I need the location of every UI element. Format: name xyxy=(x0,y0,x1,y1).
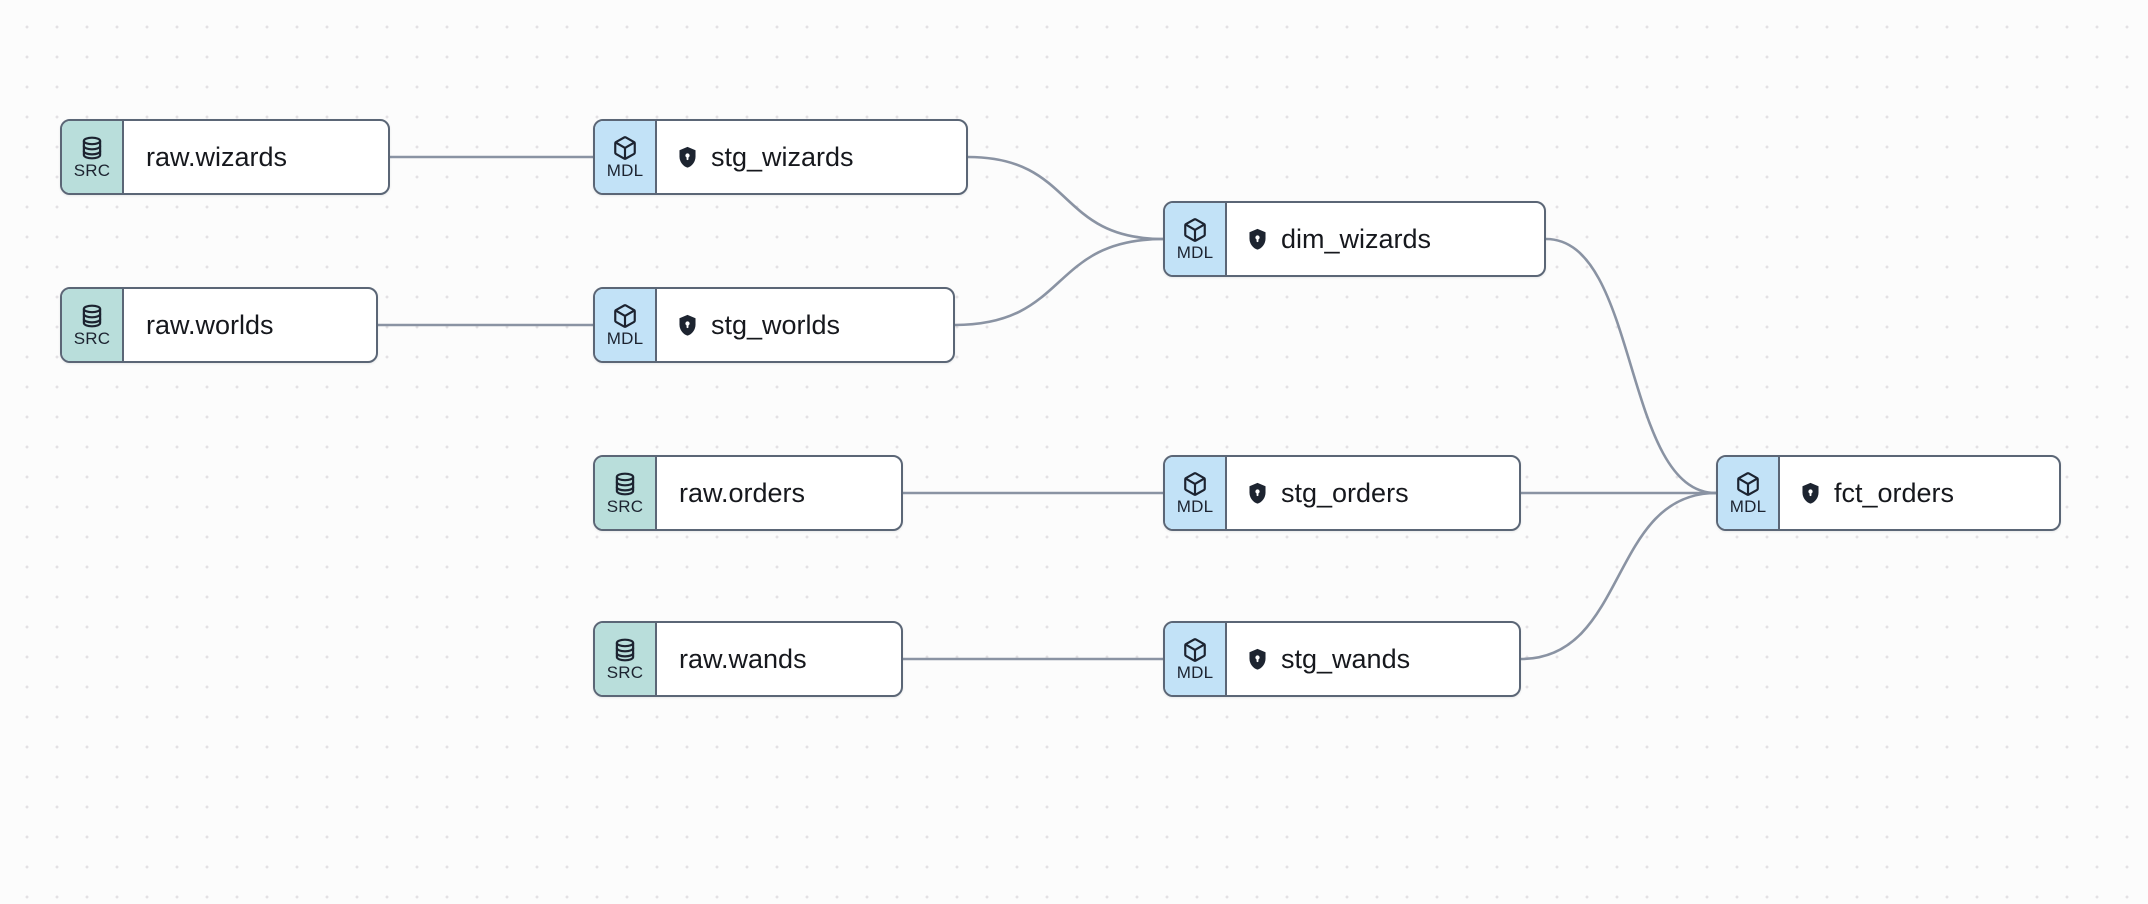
node-type-label: MDL xyxy=(1176,497,1214,516)
node-label: stg_wands xyxy=(1281,643,1411,674)
node-type-label: MDL xyxy=(606,329,644,348)
node-label: stg_worlds xyxy=(711,309,841,340)
node-type-badge-src: SRC xyxy=(62,121,124,193)
lineage-node-raw_orders[interactable]: SRC raw.orders xyxy=(593,455,903,531)
node-label: raw.wizards xyxy=(146,141,288,172)
node-type-label: SRC xyxy=(73,329,111,348)
node-type-label: MDL xyxy=(1729,497,1767,516)
node-type-label: MDL xyxy=(1176,663,1214,682)
shield-lock-icon xyxy=(1245,227,1270,252)
node-type-label: SRC xyxy=(73,161,111,180)
lineage-node-stg_orders[interactable]: MDL stg_orders xyxy=(1163,455,1521,531)
lineage-node-fct_orders[interactable]: MDL fct_orders xyxy=(1716,455,2061,531)
cube-icon xyxy=(1182,217,1208,243)
lineage-node-raw_wizards[interactable]: SRC raw.wizards xyxy=(60,119,390,195)
lineage-node-dim_wizards[interactable]: MDL dim_wizards xyxy=(1163,201,1546,277)
database-icon xyxy=(79,135,105,161)
lineage-node-stg_worlds[interactable]: MDL stg_worlds xyxy=(593,287,955,363)
node-type-label: MDL xyxy=(1176,243,1214,262)
cube-icon xyxy=(1182,471,1208,497)
lineage-edge-dim_wizards-to-fct_orders xyxy=(1545,237,1717,495)
node-label: raw.orders xyxy=(679,477,806,508)
node-label: dim_wizards xyxy=(1281,223,1432,254)
lineage-node-stg_wizards[interactable]: MDL stg_wizards xyxy=(593,119,968,195)
node-label: fct_orders xyxy=(1834,477,1955,508)
node-type-label: SRC xyxy=(606,663,644,682)
node-type-badge-mdl: MDL xyxy=(1165,203,1227,275)
cube-icon xyxy=(1182,637,1208,663)
node-label: raw.worlds xyxy=(146,309,274,340)
lineage-edge-stg_worlds-to-dim_wizards xyxy=(954,237,1164,327)
shield-lock-icon xyxy=(1245,481,1270,506)
node-type-badge-src: SRC xyxy=(595,457,657,529)
node-type-badge-src: SRC xyxy=(595,623,657,695)
shield-lock-icon xyxy=(1245,647,1270,672)
cube-icon xyxy=(612,303,638,329)
node-body: raw.worlds xyxy=(124,289,376,361)
node-body: stg_worlds xyxy=(657,289,953,361)
node-type-badge-mdl: MDL xyxy=(595,289,657,361)
node-label: stg_wizards xyxy=(711,141,854,172)
database-icon xyxy=(612,637,638,663)
node-body: raw.wizards xyxy=(124,121,388,193)
shield-lock-icon xyxy=(1798,481,1823,506)
lineage-edge-stg_wizards-to-dim_wizards xyxy=(967,155,1164,241)
node-body: stg_orders xyxy=(1227,457,1519,529)
node-body: fct_orders xyxy=(1780,457,2059,529)
shield-lock-icon xyxy=(675,145,700,170)
node-type-badge-mdl: MDL xyxy=(1165,457,1227,529)
node-body: raw.wands xyxy=(657,623,901,695)
node-body: stg_wizards xyxy=(657,121,966,193)
node-label: stg_orders xyxy=(1281,477,1409,508)
lineage-node-raw_worlds[interactable]: SRC raw.worlds xyxy=(60,287,378,363)
node-body: dim_wizards xyxy=(1227,203,1544,275)
node-body: stg_wands xyxy=(1227,623,1519,695)
shield-lock-icon xyxy=(675,313,700,338)
node-type-badge-mdl: MDL xyxy=(1165,623,1227,695)
database-icon xyxy=(79,303,105,329)
lineage-node-stg_wands[interactable]: MDL stg_wands xyxy=(1163,621,1521,697)
lineage-node-raw_wands[interactable]: SRC raw.wands xyxy=(593,621,903,697)
node-type-badge-mdl: MDL xyxy=(595,121,657,193)
node-type-badge-mdl: MDL xyxy=(1718,457,1780,529)
database-icon xyxy=(612,471,638,497)
node-label: raw.wands xyxy=(679,643,807,674)
node-type-label: MDL xyxy=(606,161,644,180)
lineage-edge-stg_wands-to-fct_orders xyxy=(1520,491,1717,661)
node-type-label: SRC xyxy=(606,497,644,516)
node-body: raw.orders xyxy=(657,457,901,529)
cube-icon xyxy=(1735,471,1761,497)
node-type-badge-src: SRC xyxy=(62,289,124,361)
cube-icon xyxy=(612,135,638,161)
